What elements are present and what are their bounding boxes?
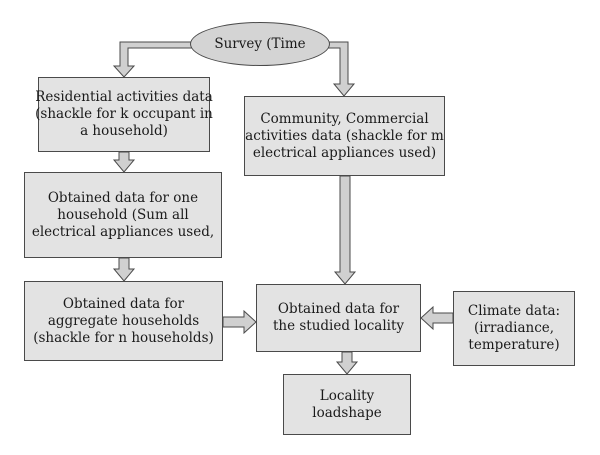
studied-locality-box: Obtained data for the studied locality — [256, 284, 421, 352]
residential-line-3: a household) — [80, 123, 168, 139]
arrow-aggregate-to-locality — [222, 309, 257, 335]
one-household-box: Obtained data for one household (Sum all… — [24, 172, 222, 258]
loadshape-line-1: Locality — [319, 387, 375, 404]
aggregate-households-box: Obtained data for aggregate households (… — [24, 281, 223, 361]
one-household-line-1: Obtained data for one — [47, 189, 199, 206]
aggregate-line-3: (shackle for n households) — [33, 329, 214, 346]
survey-node: Survey (Time — [190, 22, 330, 66]
community-line-1: Community, Commercial — [260, 110, 429, 127]
arrow-survey-to-community — [327, 41, 356, 97]
climate-data-box: Climate data: (irradiance, temperature) — [453, 291, 575, 366]
climate-line-2: (irradiance, — [473, 320, 555, 336]
residential-line-1: Residential activities data — [35, 89, 213, 105]
locality-loadshape-box: Locality loadshape — [283, 374, 411, 435]
locality-line-1: Obtained data for — [277, 301, 400, 317]
community-line-3: electrical appliances used) — [252, 144, 437, 161]
climate-line-1: Climate data: — [467, 303, 561, 319]
climate-line-3: temperature) — [468, 337, 560, 353]
residential-line-2: (shackle for k occupant in — [35, 106, 213, 122]
aggregate-line-1: Obtained data for — [62, 295, 185, 312]
one-household-line-2: household (Sum all — [57, 206, 189, 223]
loadshape-line-2: loadshape — [312, 404, 382, 421]
arrow-survey-to-residential — [112, 41, 193, 78]
community-line-2: activities data (shackle for m — [245, 127, 444, 144]
arrow-climate-to-locality — [420, 305, 454, 331]
arrow-locality-to-loadshape — [335, 351, 359, 375]
arrow-community-to-locality — [333, 175, 357, 285]
residential-activities-box: Residential activities data (shackle for… — [35, 77, 213, 152]
survey-line-1: Survey (Time — [214, 36, 306, 52]
community-activities-box: Community, Commercial activities data (s… — [244, 96, 445, 176]
aggregate-line-2: aggregate households — [47, 312, 200, 329]
locality-line-2: the studied locality — [272, 318, 405, 334]
arrow-residential-to-household — [112, 151, 136, 173]
one-household-line-3: electrical appliances used, — [31, 223, 215, 240]
arrow-household-to-aggregate — [112, 257, 136, 282]
